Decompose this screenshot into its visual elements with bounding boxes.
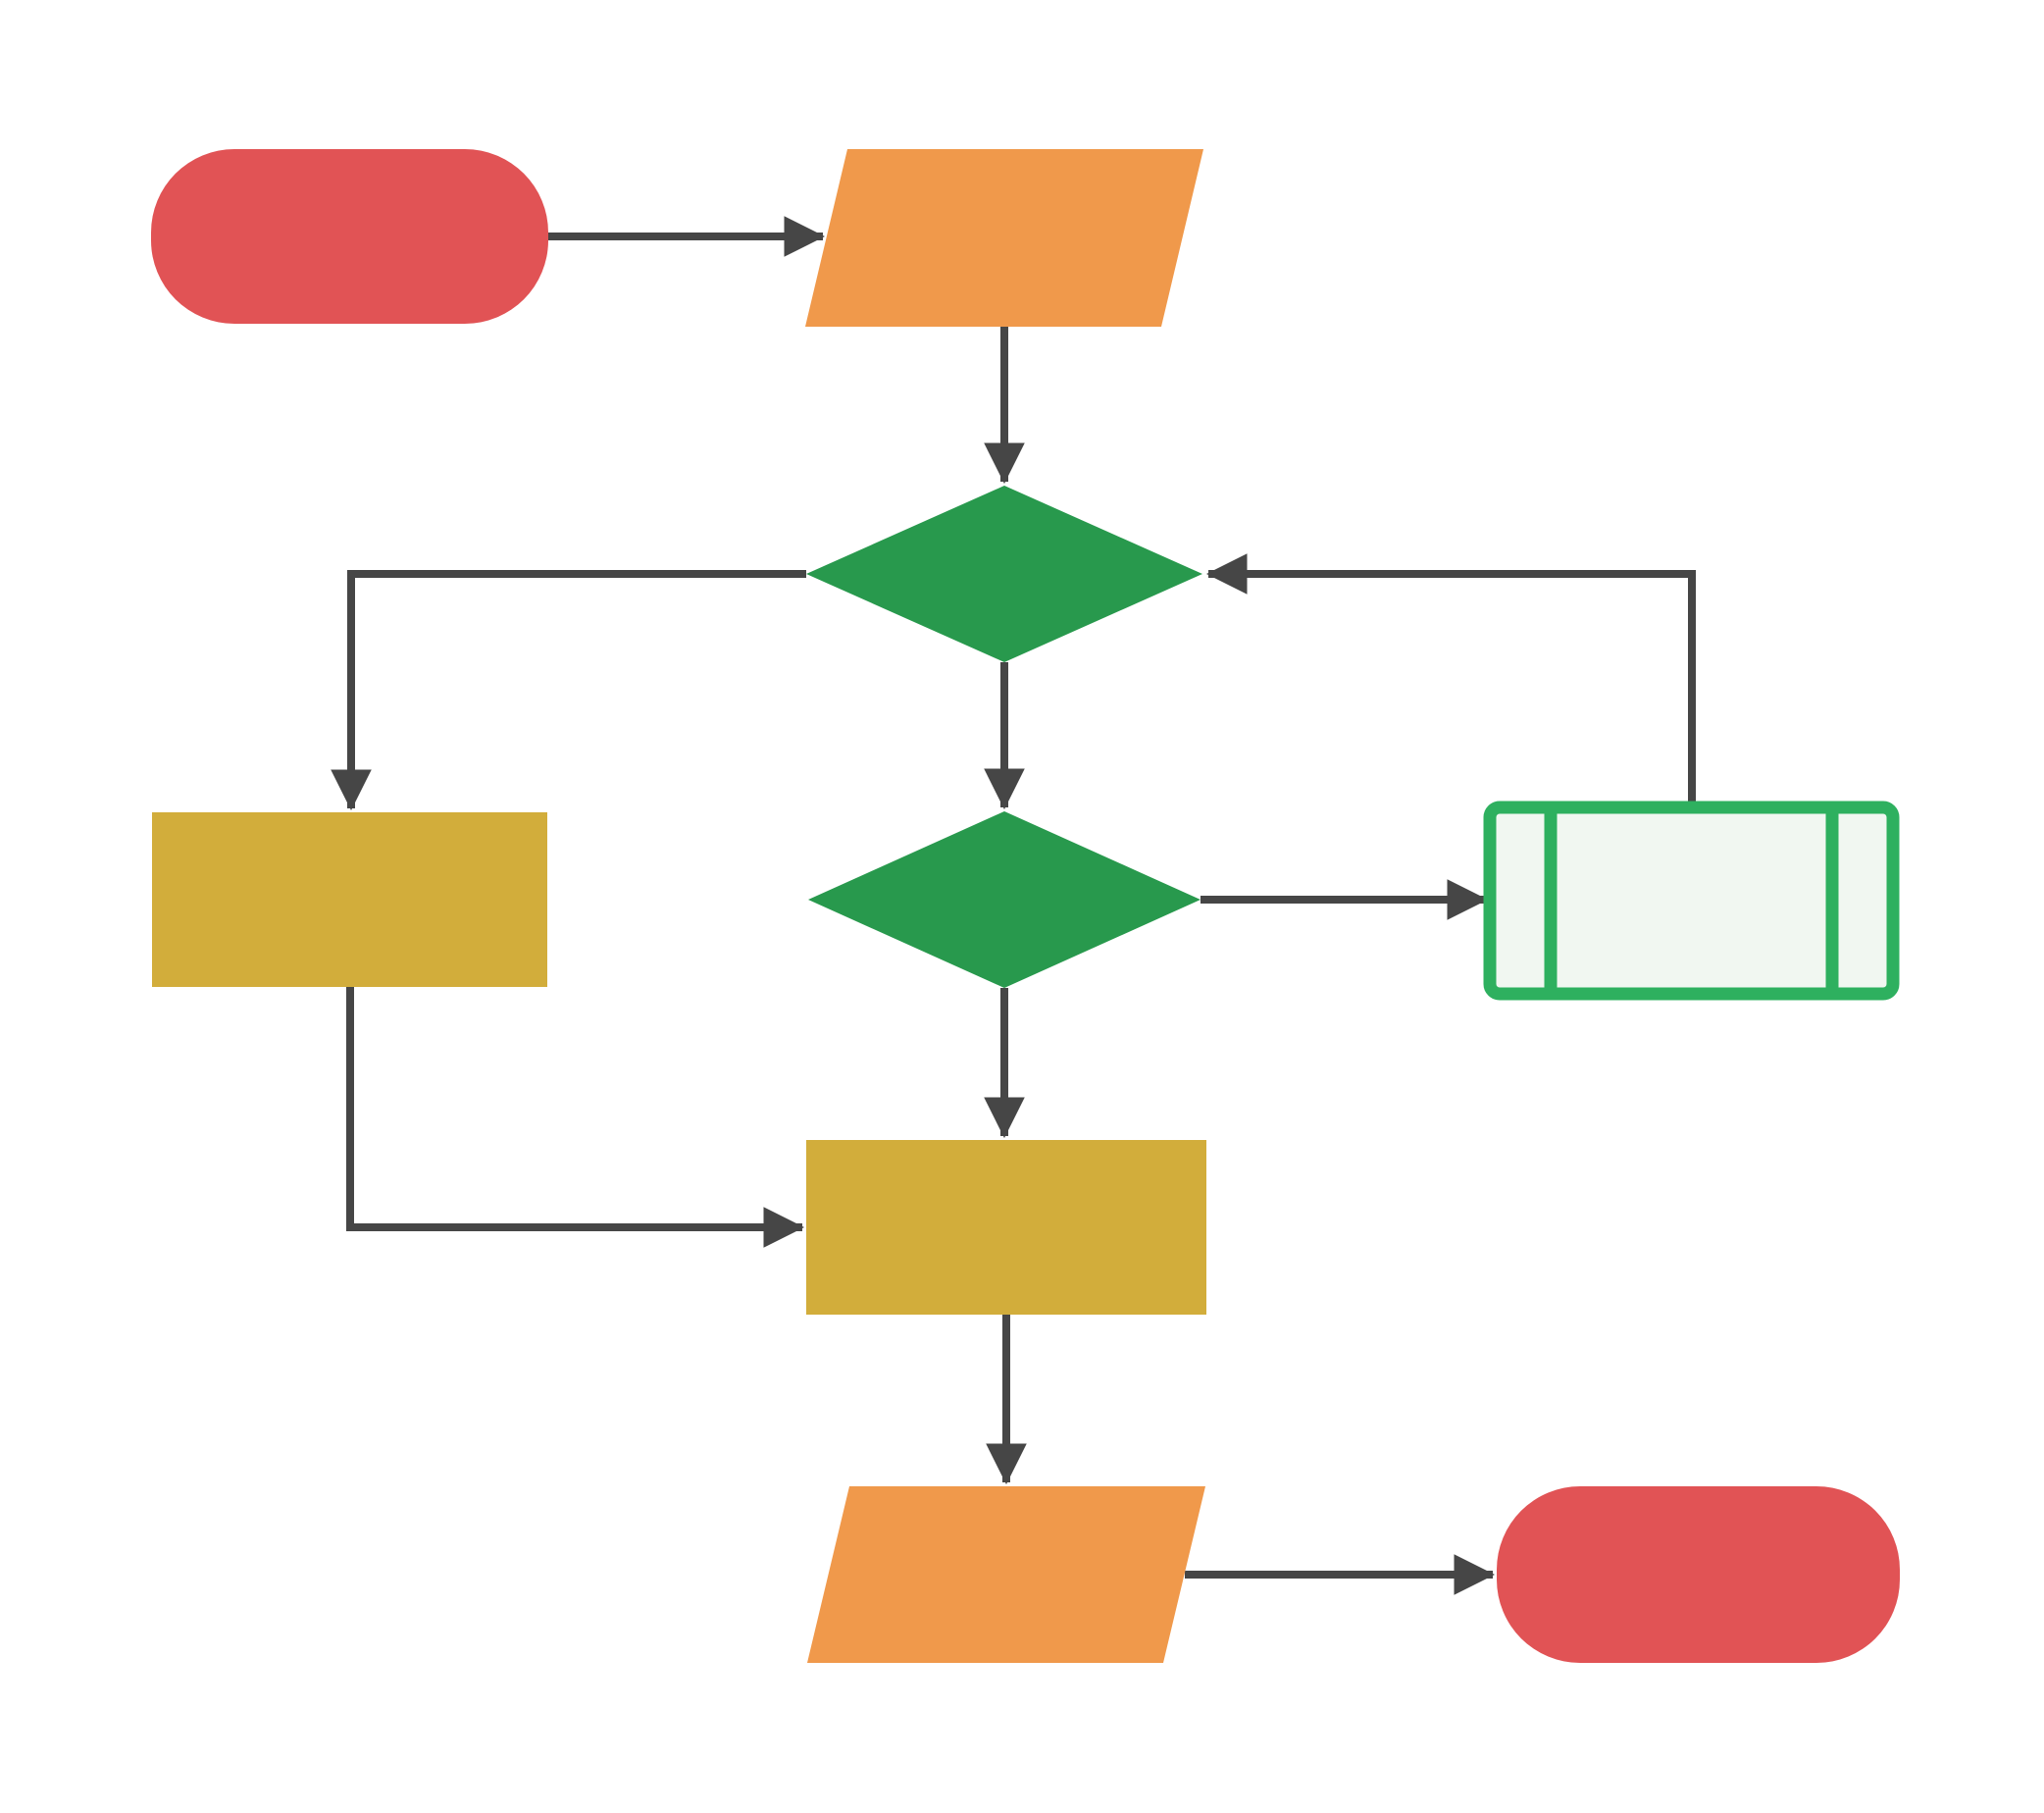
input-output-top-node[interactable] [805,149,1203,327]
input-output-bottom-node[interactable] [807,1486,1205,1663]
end-terminator-node[interactable] [1497,1486,1900,1663]
subroutine-outline [1483,801,1900,1001]
process-center-node[interactable] [806,1140,1206,1315]
decision-1-node[interactable] [806,486,1202,662]
decision-2-node[interactable] [808,811,1201,988]
start-terminator-node[interactable] [151,149,548,324]
edge-decision1-to-process-left[interactable] [331,570,806,811]
process-left-node[interactable] [152,812,547,987]
subroutine-node[interactable] [1483,801,1900,1001]
edge-subroutine-to-decision1[interactable] [1205,553,1696,807]
edge-process-left-to-process-center[interactable] [346,987,805,1248]
